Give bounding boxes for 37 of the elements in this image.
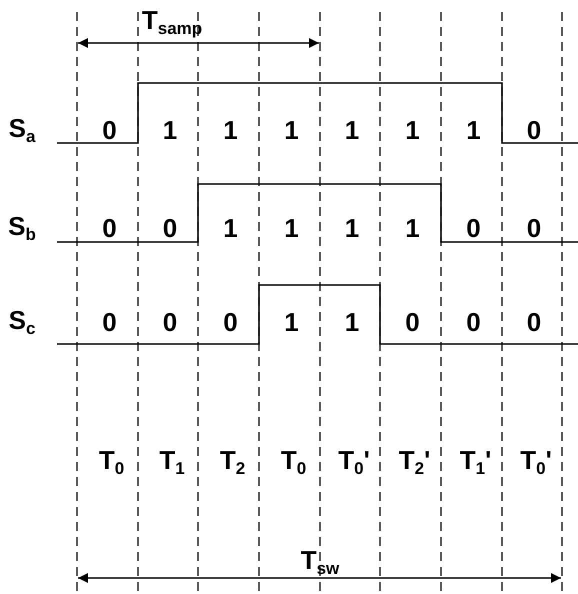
interval-label: T$_{2}$' — [398, 447, 430, 477]
interval-label: T$_{0}$ — [98, 447, 124, 477]
interval-label: T$_{1}$ — [159, 447, 185, 477]
bit-value: 1 — [344, 309, 360, 335]
signal-name: S$_{c}$ — [8, 307, 36, 337]
bit-value: 0 — [102, 215, 117, 241]
bit-value: 1 — [223, 215, 238, 241]
bit-value: 0 — [223, 309, 238, 335]
bit-value: 0 — [162, 215, 178, 241]
bit-value: 0 — [405, 309, 420, 335]
bit-value: 0 — [102, 117, 117, 143]
interval-label: T$_{2}$ — [220, 447, 246, 477]
bit-value: 0 — [162, 309, 178, 335]
bit-value: 1 — [466, 117, 481, 143]
bit-value: 0 — [526, 309, 542, 335]
interval-label: T$_{0}$ — [280, 447, 306, 477]
interval-label: T$_{0}$' — [520, 447, 552, 477]
bit-value: 1 — [344, 117, 360, 143]
bit-value: 0 — [526, 215, 542, 241]
dimension-label: T$_{samp}$ — [142, 7, 202, 37]
interval-label: T$_{0}$' — [338, 447, 370, 477]
bit-value: 1 — [284, 215, 299, 241]
bit-value: 0 — [466, 215, 481, 241]
dimension-label: T$_{sw}$ — [300, 547, 340, 577]
bit-value: 0 — [466, 309, 481, 335]
signal-name: S$_{b}$ — [8, 213, 36, 243]
bit-value: 0 — [102, 309, 117, 335]
bit-value: 1 — [344, 215, 360, 241]
bit-value: 1 — [162, 117, 178, 143]
bit-value: 0 — [526, 117, 542, 143]
signal-name: S$_{a}$ — [8, 115, 36, 145]
bit-value: 1 — [405, 215, 420, 241]
bit-value: 1 — [223, 117, 238, 143]
bit-value: 1 — [284, 117, 299, 143]
bit-value: 1 — [284, 309, 299, 335]
bit-value: 1 — [405, 117, 420, 143]
interval-label: T$_{1}$' — [460, 447, 492, 477]
